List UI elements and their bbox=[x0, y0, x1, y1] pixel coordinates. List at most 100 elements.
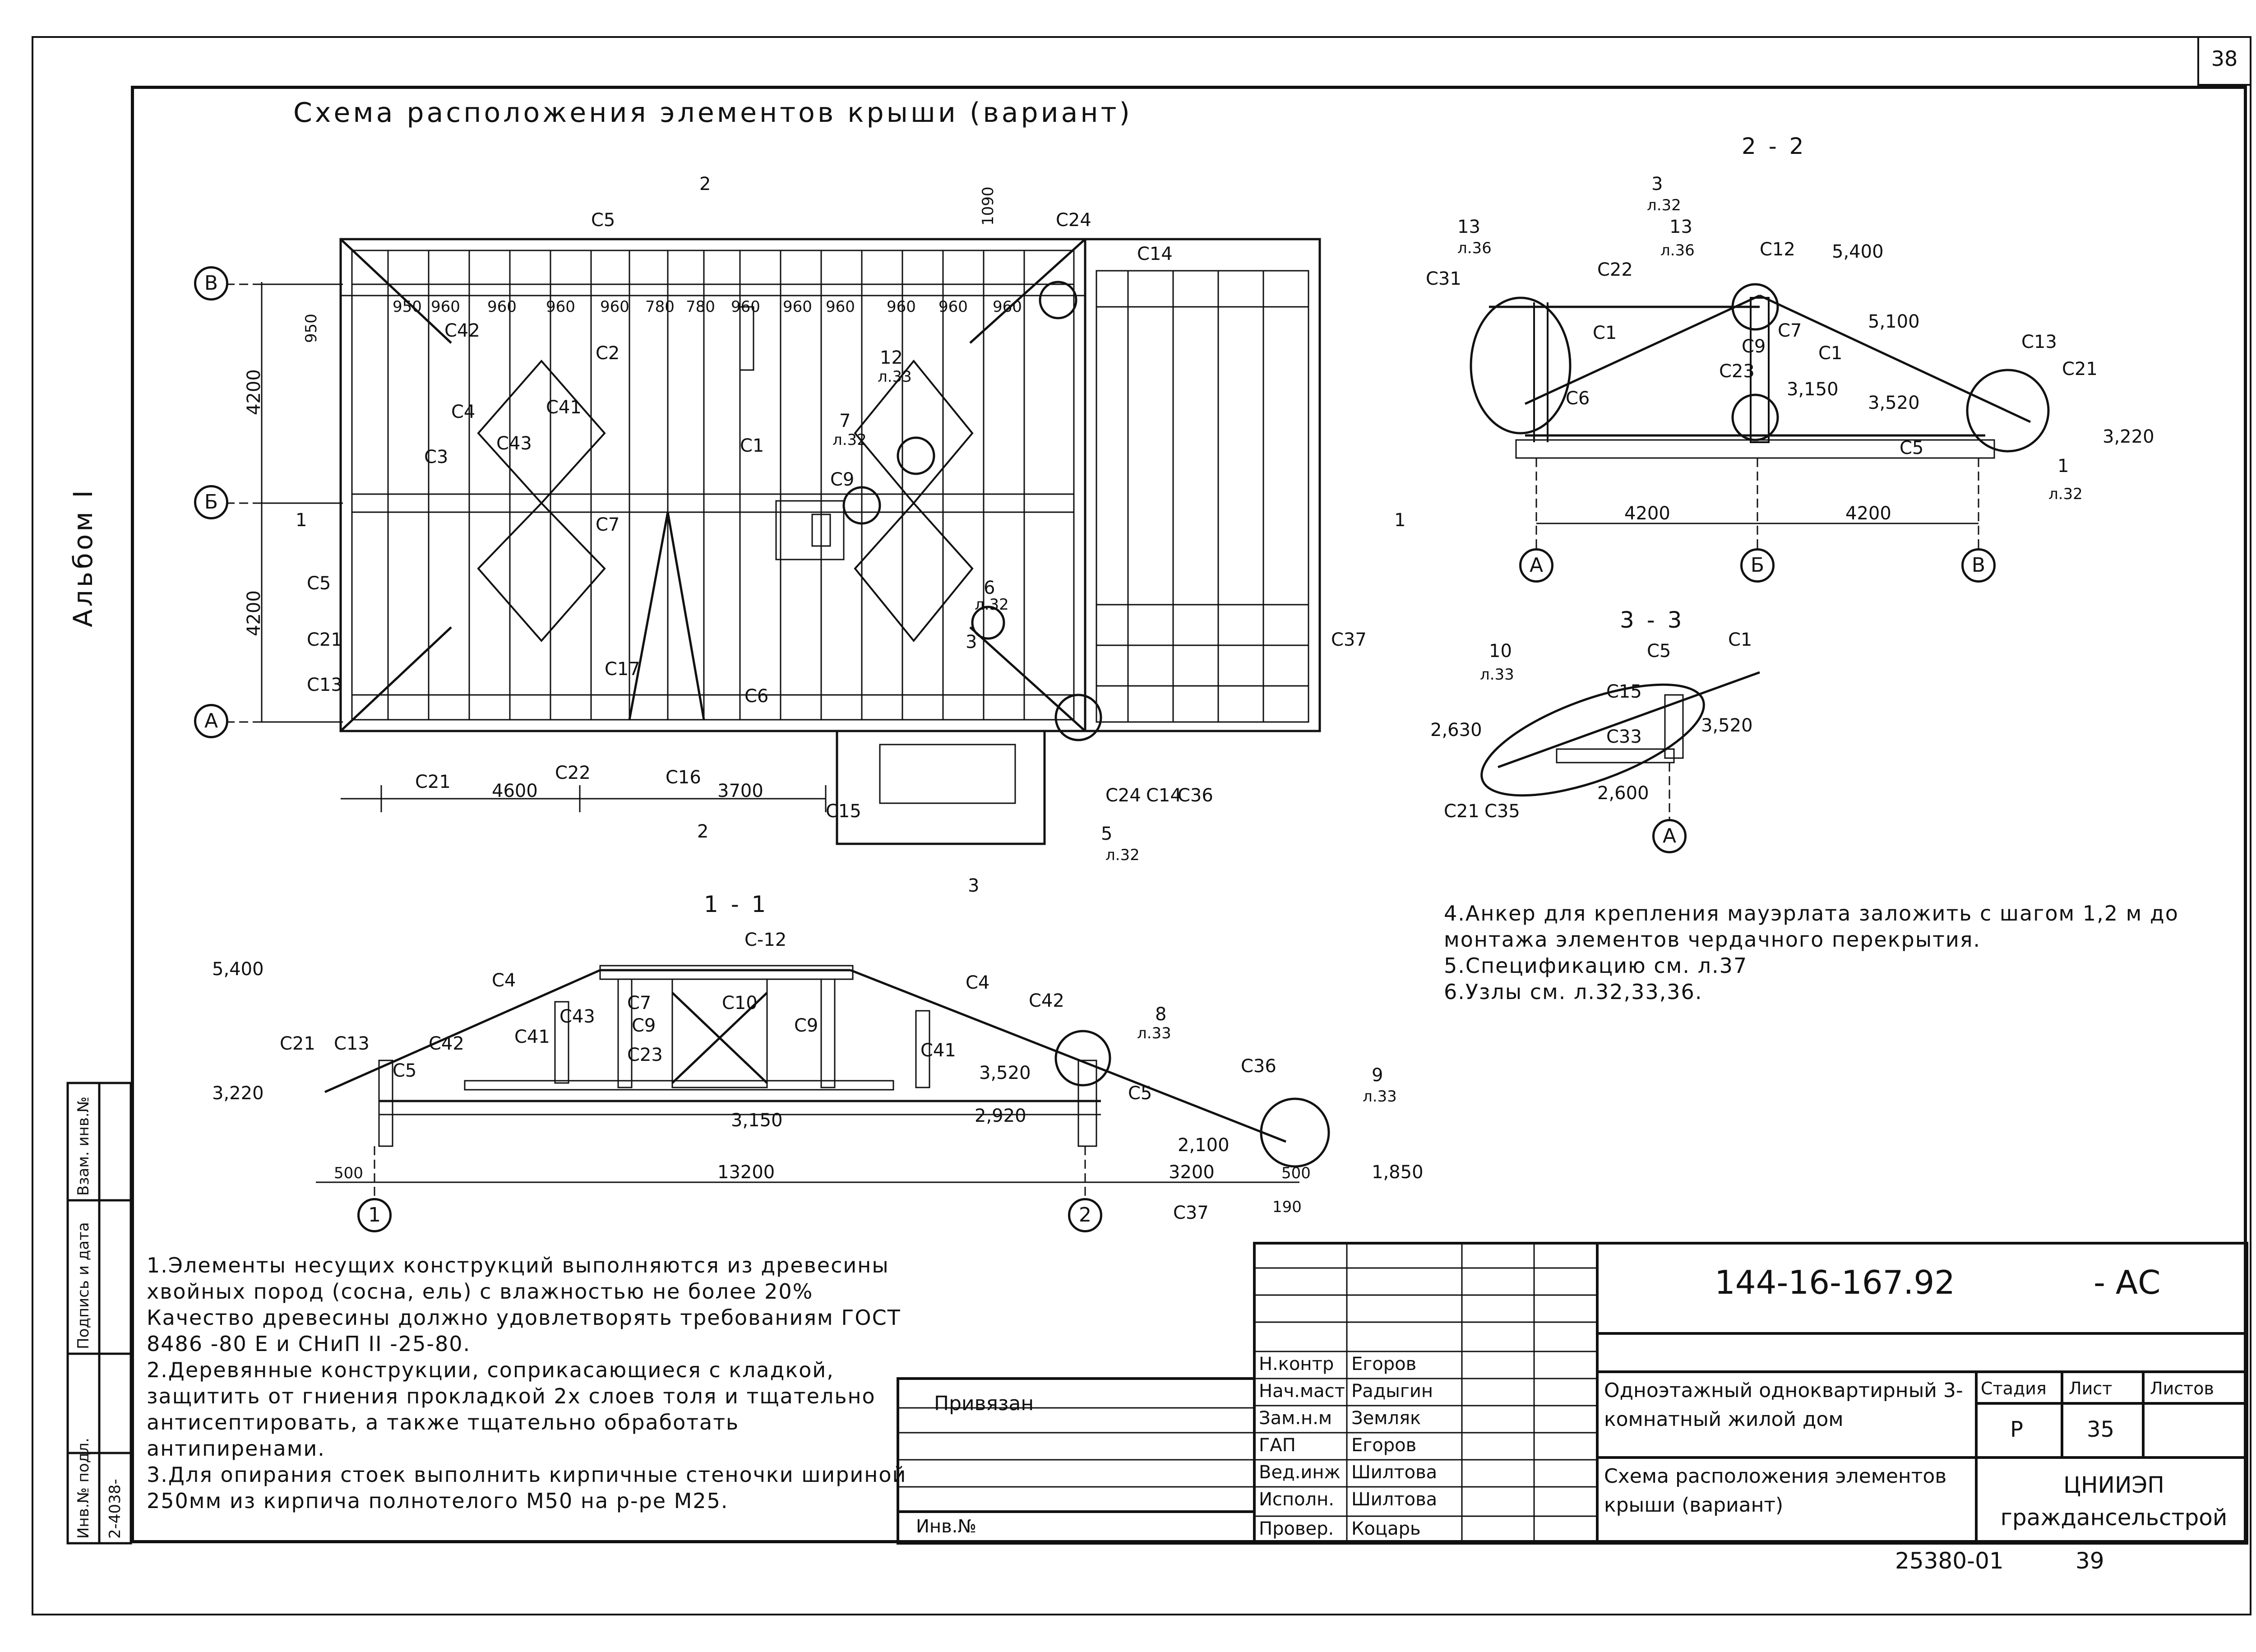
plan-label-12: С5 bbox=[307, 573, 331, 594]
s11-label-10: С41 bbox=[920, 1040, 956, 1061]
s22-label-6: С9 bbox=[1742, 336, 1766, 357]
staff-name-3: Егоров bbox=[1351, 1435, 1417, 1456]
s11-callout-9-sheet: л.33 bbox=[1363, 1087, 1397, 1106]
section-mark-1-left: 1 bbox=[296, 510, 307, 531]
note-3: 3.Для опирания стоек выполнить кирпичные… bbox=[147, 1462, 907, 1513]
plan-label-19: С36 bbox=[1178, 785, 1213, 806]
s22-label-1: С22 bbox=[1597, 259, 1633, 280]
staff-name-6: Коцарь bbox=[1351, 1518, 1421, 1539]
plan-dim-4200-bottom: 4200 bbox=[244, 590, 264, 636]
s11-label-18: С37 bbox=[1173, 1203, 1209, 1223]
stage-value: Р bbox=[2010, 1417, 2023, 1442]
plan-dim-top-11: 960 bbox=[938, 298, 968, 316]
s22-level-3520: 3,520 bbox=[1868, 393, 1920, 413]
s11-label-17: С5 bbox=[1128, 1083, 1152, 1104]
plan-dim-3700: 3700 bbox=[717, 781, 763, 801]
s11-dim-3200: 3200 bbox=[1169, 1162, 1215, 1183]
s11-label-15: С5 bbox=[393, 1060, 417, 1081]
section-mark-3-plan: 3 bbox=[966, 632, 977, 652]
s11-callout-9-num: 9 bbox=[1372, 1065, 1383, 1086]
title-block-inv: Инв.№ bbox=[916, 1516, 976, 1537]
plan-dim-top-4: 960 bbox=[600, 298, 629, 316]
s22-label-8: С6 bbox=[1566, 388, 1590, 409]
s22-label-11: С5 bbox=[1900, 438, 1924, 458]
s33-level-3520: 3,520 bbox=[1701, 715, 1753, 736]
plan-callout-6-num: 6 bbox=[984, 578, 995, 598]
s11-callout-8-sheet: л.33 bbox=[1137, 1024, 1171, 1042]
plan-label-23: С24 bbox=[1105, 785, 1141, 806]
plan-label-7: С41 bbox=[546, 397, 582, 418]
staff-role-1: Нач.маст bbox=[1259, 1381, 1345, 1402]
staff-role-6: Провер. bbox=[1259, 1518, 1334, 1539]
s22-dim-0: 4200 bbox=[1624, 503, 1670, 524]
plan-dim-top-3: 960 bbox=[546, 298, 575, 316]
plan-dim-top-7: 960 bbox=[731, 298, 760, 316]
stage-header: Стадия bbox=[1981, 1379, 2047, 1398]
plan-dim-top-10: 960 bbox=[887, 298, 916, 316]
s33-axis-a: А bbox=[1652, 819, 1687, 853]
s11-label-7: С9 bbox=[794, 1015, 818, 1036]
plan-label-22: С21 bbox=[415, 772, 451, 792]
s11-label-3: С42 bbox=[1029, 990, 1064, 1011]
s11-label-0: С-12 bbox=[744, 930, 787, 950]
plan-label-9: С1 bbox=[740, 435, 764, 456]
staff-role-5: Исполн. bbox=[1259, 1489, 1334, 1510]
s22-label-5: С7 bbox=[1778, 320, 1802, 341]
s11-level-3150: 3,150 bbox=[731, 1110, 783, 1131]
s11-label-6: С9 bbox=[632, 1015, 656, 1036]
s11-label-16: С36 bbox=[1241, 1056, 1276, 1077]
note-2: 2.Деревянные конструкции, соприкасающиес… bbox=[147, 1358, 876, 1461]
side-stamp-replace-label: Взам. инв.№ bbox=[74, 1096, 92, 1196]
sheet-value: 35 bbox=[2087, 1417, 2115, 1442]
staff-name-2: Земляк bbox=[1351, 1408, 1421, 1429]
plan-axis-a: А bbox=[194, 704, 228, 738]
s11-label-12: С42 bbox=[429, 1033, 464, 1054]
plan-label-2: С14 bbox=[1137, 244, 1173, 264]
plan-callout-5-sheet: л.32 bbox=[1105, 846, 1140, 864]
plan-callout-5-num: 5 bbox=[1101, 824, 1113, 844]
plan-dim-4200-top: 4200 bbox=[244, 369, 264, 415]
title-block-sheet-title: Схема расположения элементов крыши (вари… bbox=[1604, 1465, 1947, 1517]
sheet-frame bbox=[131, 86, 2247, 1543]
outer-frame bbox=[32, 36, 2251, 1615]
staff-role-0: Н.контр bbox=[1259, 1354, 1334, 1374]
s11-dim-500-right: 500 bbox=[1281, 1164, 1311, 1182]
section-mark-2-top: 2 bbox=[699, 174, 711, 194]
plan-label-5: С3 bbox=[424, 447, 448, 467]
plan-dim-top-1: 960 bbox=[431, 298, 460, 316]
plan-callout-12-num: 12 bbox=[880, 347, 903, 368]
bottom-page: 39 bbox=[2076, 1548, 2104, 1574]
staff-role-4: Вед.инж bbox=[1259, 1462, 1341, 1483]
s33-label-5: С35 bbox=[1484, 801, 1520, 822]
plan-label-20: С37 bbox=[1331, 629, 1367, 650]
s22-callout-13a-num: 13 bbox=[1457, 217, 1480, 237]
staff-name-1: Радыгин bbox=[1351, 1381, 1433, 1402]
s22-dim-1: 4200 bbox=[1845, 503, 1891, 524]
s33-level-2630: 2,630 bbox=[1430, 720, 1482, 740]
section-mark-3-bottom: 3 bbox=[968, 875, 980, 896]
plan-dim-top-9: 960 bbox=[826, 298, 855, 316]
s22-level-5400: 5,400 bbox=[1832, 241, 1884, 262]
plan-dim-top-0: 950 bbox=[393, 298, 422, 316]
s22-callout-1-sheet: л.32 bbox=[2048, 485, 2083, 503]
plan-label-15: С17 bbox=[605, 659, 640, 680]
plan-dim-4600: 4600 bbox=[492, 781, 538, 801]
s22-callout-1-num: 1 bbox=[2057, 456, 2069, 477]
plan-axis-v: В bbox=[194, 266, 228, 301]
s11-label-13: С21 bbox=[280, 1033, 315, 1054]
plan-label-16: С6 bbox=[744, 686, 769, 707]
s22-label-3: С1 bbox=[1593, 323, 1617, 343]
s33-level-2600: 2,600 bbox=[1597, 783, 1649, 804]
plan-axis-b: Б bbox=[194, 485, 228, 519]
side-stamp-signature-label: Подпись и дата bbox=[74, 1222, 92, 1349]
plan-label-17: С16 bbox=[666, 767, 701, 788]
s22-label-0: С31 bbox=[1426, 268, 1461, 289]
note-4: 4.Анкер для крепления мауэрлата заложить… bbox=[1444, 901, 2179, 952]
plan-label-21: С22 bbox=[555, 763, 591, 783]
section-mark-1-right: 1 bbox=[1394, 510, 1406, 531]
plan-label-4: С2 bbox=[596, 343, 620, 364]
s22-label-2: С12 bbox=[1760, 239, 1795, 260]
s11-label-2: С4 bbox=[966, 972, 990, 993]
s11-level-2100: 2,100 bbox=[1178, 1135, 1230, 1156]
